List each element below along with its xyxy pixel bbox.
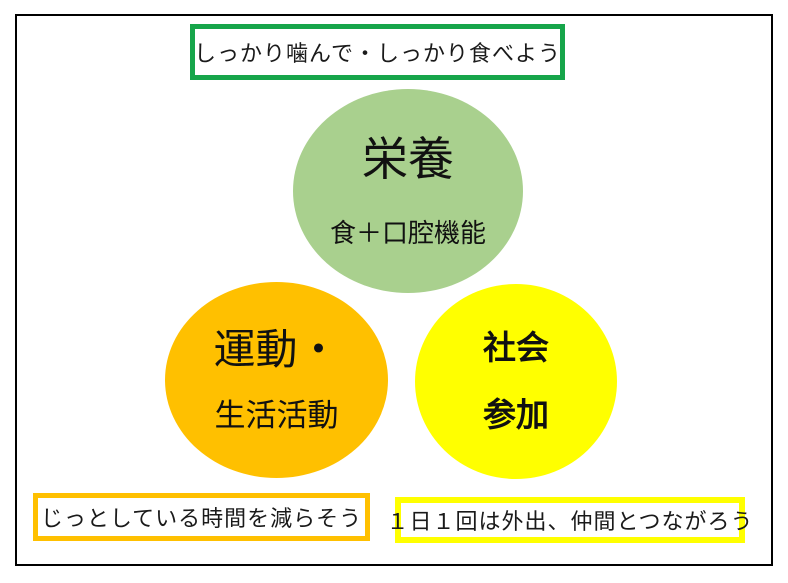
nutrition-circle-subtitle: 食＋口腔機能	[329, 218, 486, 248]
social-circle-title: 社会	[483, 329, 549, 367]
exercise-circle: 運動・ 生活活動	[165, 282, 388, 478]
nutrition-circle-title: 栄養	[362, 133, 454, 186]
exercise-circle-title: 運動・	[213, 326, 340, 374]
social-caption-box: １日１回は外出、仲間とつながろう	[386, 497, 753, 543]
social-caption-label: １日１回は外出、仲間とつながろう	[386, 509, 754, 534]
nutrition-circle: 栄養 食＋口腔機能	[293, 89, 523, 293]
social-circle-subtitle: 参加	[483, 396, 549, 433]
exercise-caption-box: じっとしている時間を減らそう	[33, 493, 370, 541]
exercise-circle-subtitle: 生活活動	[214, 398, 339, 434]
nutrition-caption-box: しっかり噛んで・しっかり食べよう	[190, 24, 565, 80]
exercise-caption-label: じっとしている時間を減らそう	[40, 506, 363, 531]
nutrition-caption-label: しっかり噛んで・しっかり食べよう	[194, 41, 561, 66]
social-circle: 社会 参加	[415, 284, 617, 479]
